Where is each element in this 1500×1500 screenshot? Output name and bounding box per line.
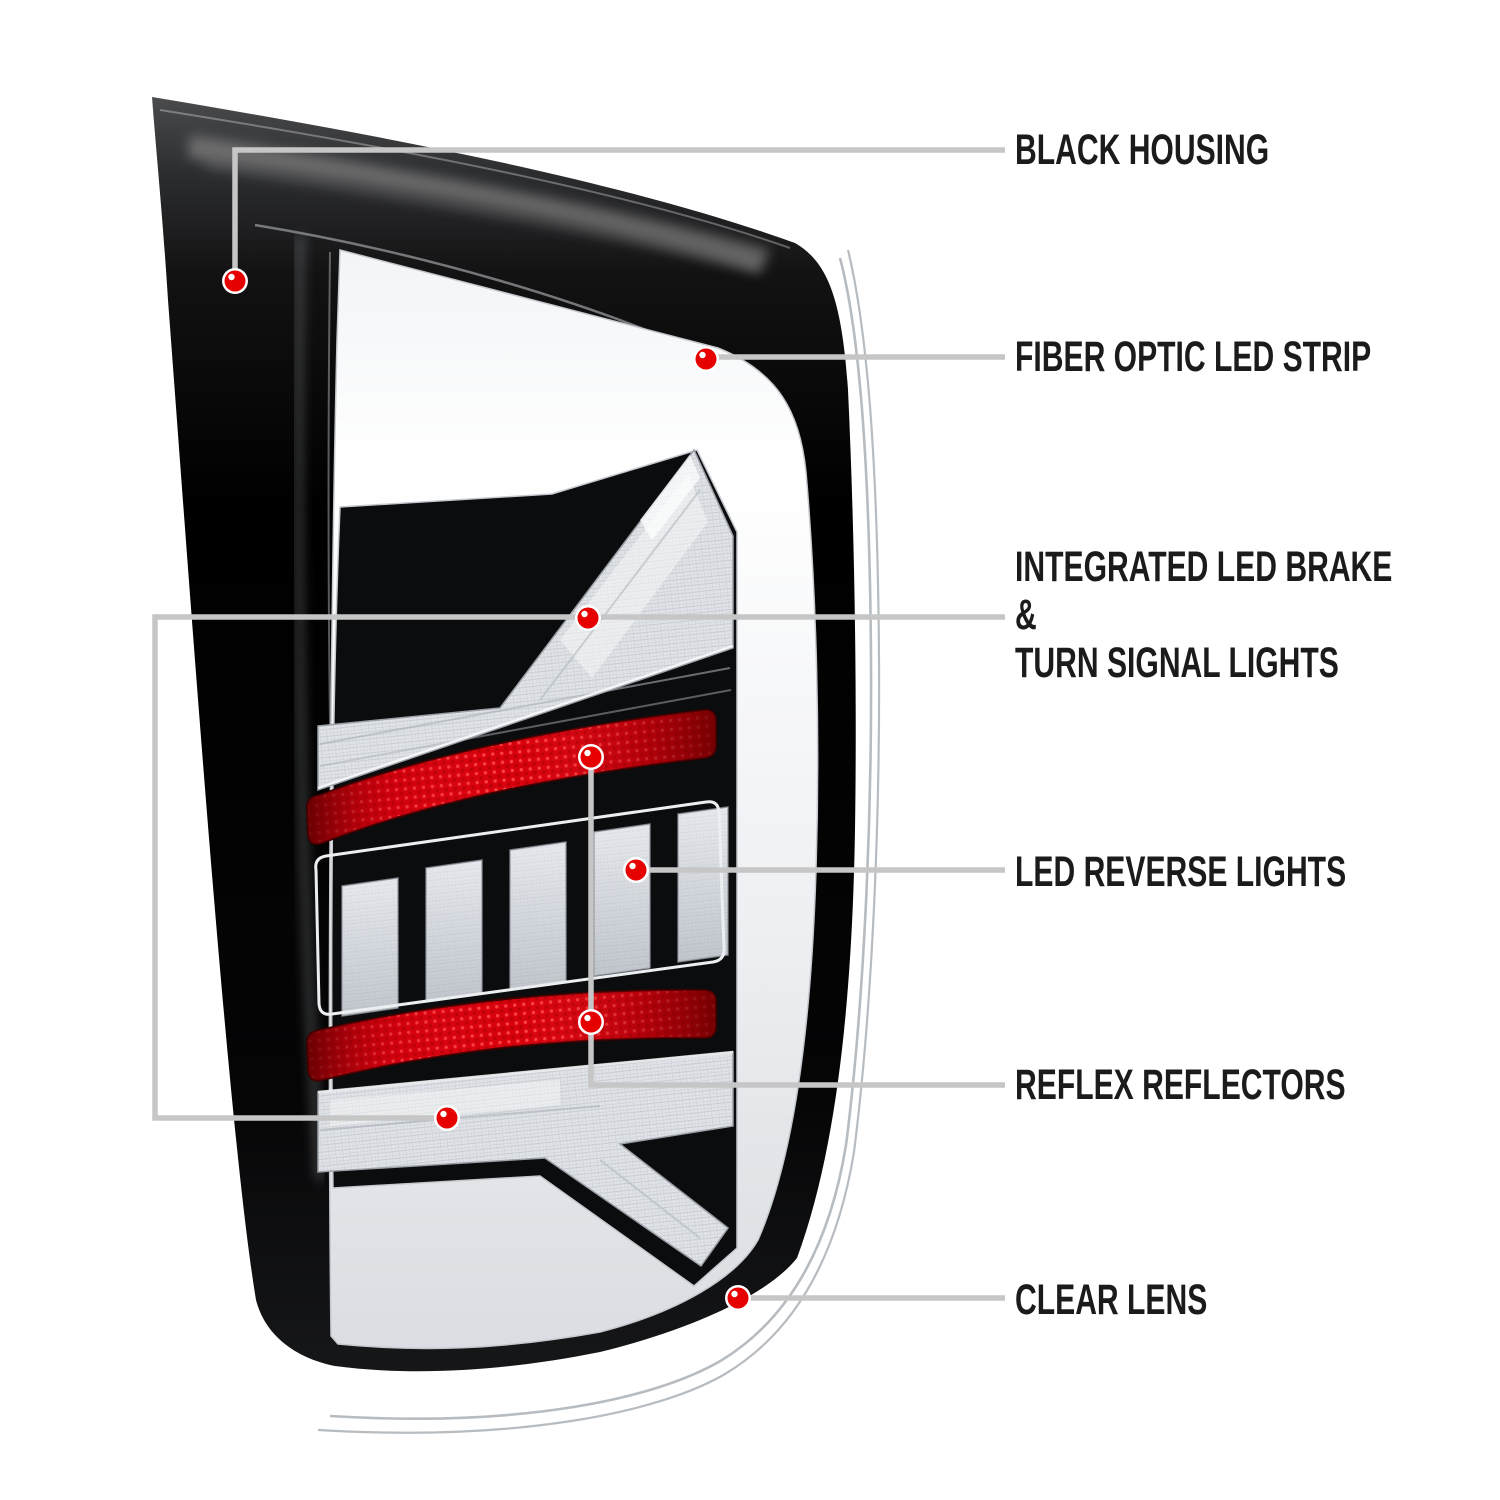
marker-led-reverse	[623, 857, 649, 883]
callout-label-reflex-reflectors: REFLEX REFLECTORS	[1015, 1061, 1346, 1109]
clear-lens-edge-outer	[317, 249, 881, 1434]
clear-lens-edge-inner	[329, 257, 873, 1420]
marker-lower-brake	[434, 1105, 460, 1131]
marker-fiber-optic-led-strip	[693, 346, 719, 372]
marker-black-housing	[222, 268, 248, 294]
fiber-optic-strip-shape	[328, 249, 819, 1350]
callout-label-line-1: INTEGRATED LED BRAKE	[1015, 543, 1393, 591]
callout-line-reflex-reflectors	[588, 757, 1005, 1088]
reverse-section-outline	[314, 800, 726, 1016]
clear-lens-outline	[317, 249, 881, 1434]
callout-label-fiber-optic: FIBER OPTIC LED STRIP	[1015, 333, 1372, 381]
reflex-reflector-bottom	[305, 988, 717, 1082]
marker-reflex-top	[578, 744, 604, 770]
lower-brake-lens-shape	[317, 1050, 734, 1268]
callout-line-black-housing	[232, 147, 1005, 281]
callout-label-line-2: &	[1015, 591, 1037, 639]
callout-markers	[222, 268, 751, 1311]
callout-label-brake-turn-signal: INTEGRATED LED BRAKE & TURN SIGNAL LIGHT…	[1015, 543, 1392, 687]
reflex-reflector-top	[305, 708, 717, 845]
callout-label-led-reverse: LED REVERSE LIGHTS	[1015, 848, 1347, 896]
reverse-light-slats	[314, 800, 729, 1017]
callout-label-clear-lens: CLEAR LENS	[1015, 1276, 1208, 1324]
callout-label-line-3: TURN SIGNAL LIGHTS	[1015, 639, 1339, 687]
housing-gloss-highlights	[159, 109, 792, 1201]
marker-turn-signal	[575, 605, 601, 631]
marker-clear-lens	[725, 1285, 751, 1311]
callout-label-black-housing: BLACK HOUSING	[1015, 126, 1270, 174]
marker-reflex-bottom	[578, 1009, 604, 1035]
